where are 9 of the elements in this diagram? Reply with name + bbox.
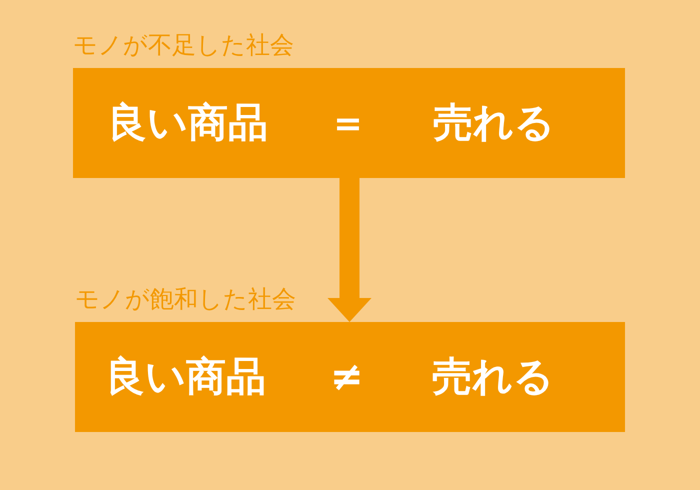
heading-text: モノが飽和した社会 <box>75 284 296 314</box>
relation-sign: ≠ <box>330 353 364 401</box>
result-text: 売れる <box>432 353 554 401</box>
arrow <box>328 178 372 322</box>
result-text: 売れる <box>433 99 555 147</box>
relation-sign: ＝ <box>328 99 368 147</box>
product-text: 良い商品 <box>105 353 266 401</box>
product-text: 良い商品 <box>107 99 268 147</box>
heading-text: モノが不足した社会 <box>73 30 294 60</box>
